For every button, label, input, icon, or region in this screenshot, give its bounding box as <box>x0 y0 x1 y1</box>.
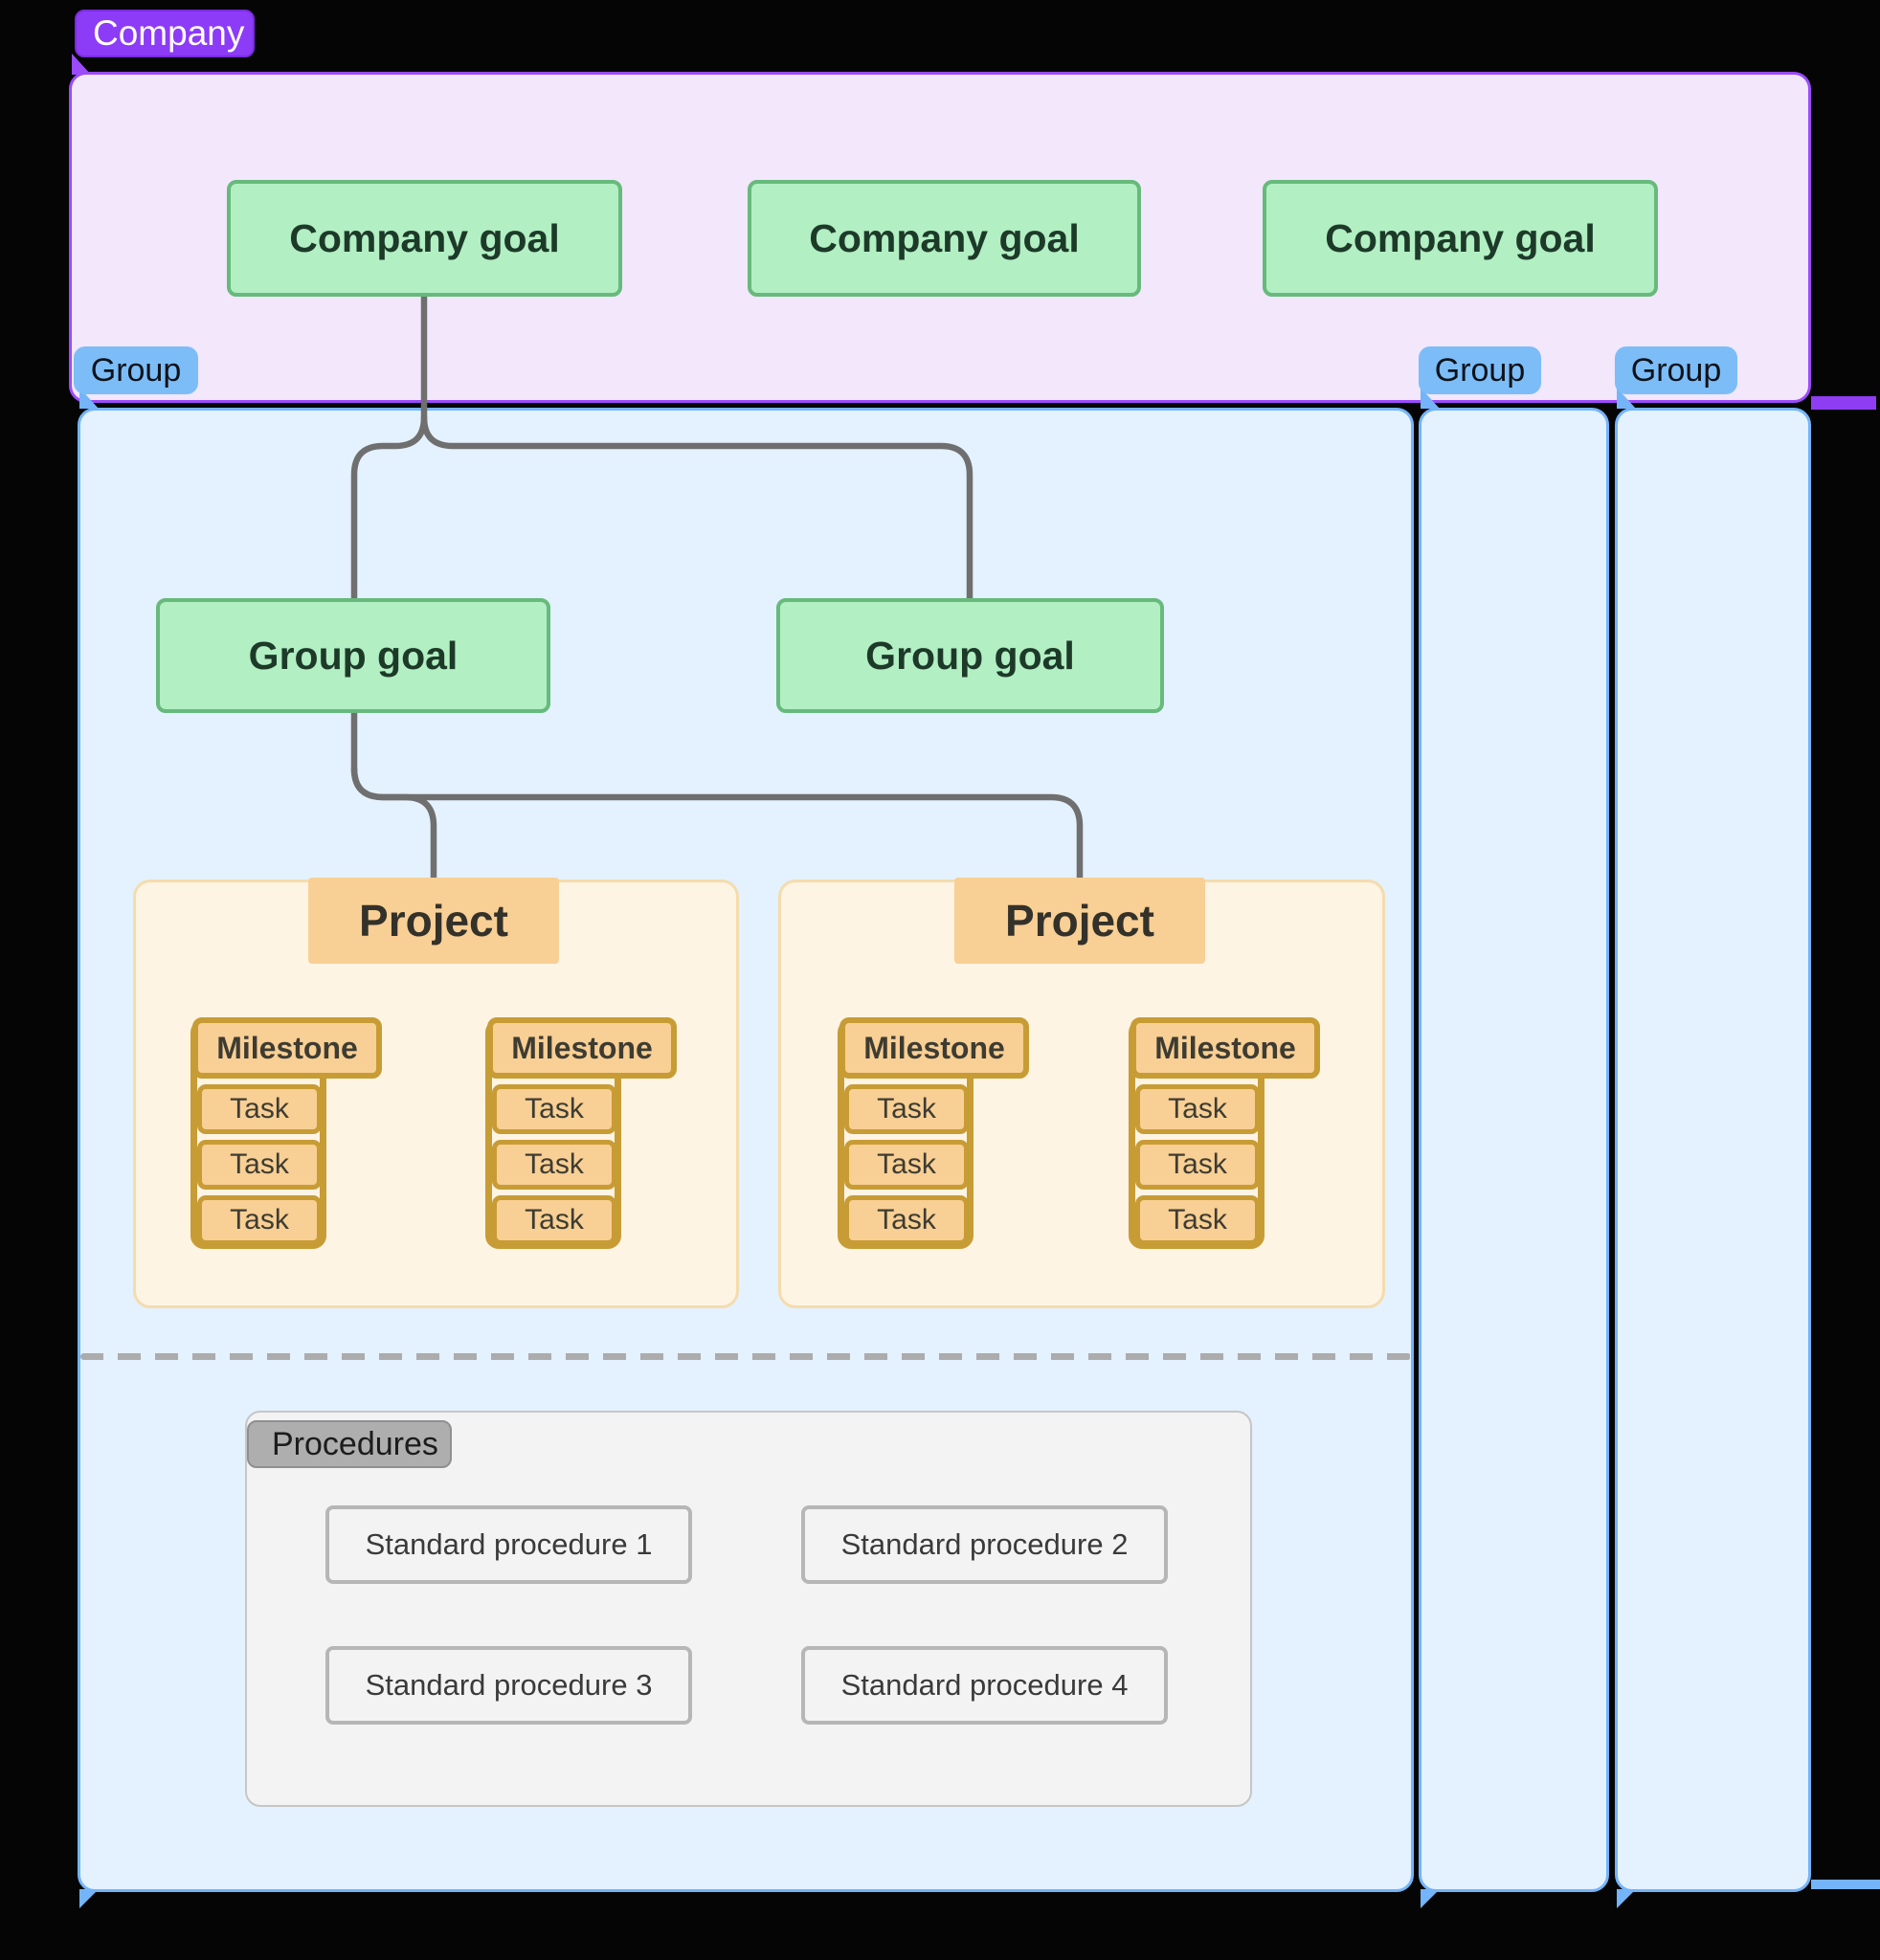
task-3-2[interactable]: Task <box>844 1140 969 1190</box>
group-goal-label: Group goal <box>248 633 459 678</box>
milestone-1[interactable]: Milestone <box>192 1017 382 1079</box>
procedure-box-3[interactable]: Standard procedure 3 <box>325 1646 692 1725</box>
procedure-box-4[interactable]: Standard procedure 4 <box>801 1646 1168 1725</box>
procedure-label: Standard procedure 2 <box>840 1527 1129 1561</box>
group-badge-main[interactable]: Group <box>74 346 198 394</box>
group-goal-2[interactable]: Group goal <box>776 598 1164 713</box>
company-goal-label: Company goal <box>809 215 1080 260</box>
task-label: Task <box>230 1204 289 1236</box>
task-2-2[interactable]: Task <box>492 1140 616 1190</box>
task-label: Task <box>230 1093 289 1125</box>
group-badge-label: Group <box>1630 351 1722 389</box>
project-header-1[interactable]: Project <box>308 878 559 964</box>
milestone-label: Milestone <box>1154 1030 1296 1065</box>
task-1-2[interactable]: Task <box>197 1140 322 1190</box>
project-label: Project <box>1005 896 1154 946</box>
task-4-3[interactable]: Task <box>1135 1195 1260 1245</box>
group-section-3[interactable] <box>1615 408 1811 1892</box>
dashed-divider <box>80 1353 1411 1360</box>
task-label: Task <box>525 1093 584 1125</box>
milestone-2[interactable]: Milestone <box>487 1017 677 1079</box>
company-goal-1[interactable]: Company goal <box>227 180 622 297</box>
task-label: Task <box>877 1204 936 1236</box>
procedures-badge-label: Procedures <box>272 1425 438 1462</box>
procedures-badge[interactable]: Procedures <box>247 1420 452 1468</box>
task-4-2[interactable]: Task <box>1135 1140 1260 1190</box>
procedure-label: Standard procedure 3 <box>365 1668 653 1702</box>
task-label: Task <box>230 1148 289 1180</box>
group-badge-2[interactable]: Group <box>1419 346 1541 394</box>
milestone-4[interactable]: Milestone <box>1130 1017 1320 1079</box>
task-4-1[interactable]: Task <box>1135 1084 1260 1134</box>
group-goal-1[interactable]: Group goal <box>156 598 550 713</box>
company-goal-label: Company goal <box>289 215 560 260</box>
task-label: Task <box>877 1093 936 1125</box>
company-goal-label: Company goal <box>1325 215 1596 260</box>
group-badge-label: Group <box>1434 351 1526 389</box>
task-2-1[interactable]: Task <box>492 1084 616 1134</box>
group-3-bottom-tail <box>1617 1889 1636 1908</box>
task-1-3[interactable]: Task <box>197 1195 322 1245</box>
procedures-panel[interactable] <box>245 1411 1252 1807</box>
group-goal-label: Group goal <box>865 633 1075 678</box>
task-label: Task <box>525 1148 584 1180</box>
milestone-label: Milestone <box>216 1030 358 1065</box>
group-main-bottom-tail <box>79 1889 99 1908</box>
task-label: Task <box>877 1148 936 1180</box>
project-header-2[interactable]: Project <box>954 878 1205 964</box>
group-section-2[interactable] <box>1419 408 1609 1892</box>
milestone-label: Milestone <box>863 1030 1005 1065</box>
task-3-3[interactable]: Task <box>844 1195 969 1245</box>
procedure-label: Standard procedure 1 <box>365 1527 653 1561</box>
task-1-1[interactable]: Task <box>197 1084 322 1134</box>
company-badge-label: Company <box>93 13 245 53</box>
task-label: Task <box>525 1204 584 1236</box>
milestone-label: Milestone <box>511 1030 653 1065</box>
company-goal-3[interactable]: Company goal <box>1263 180 1658 297</box>
task-3-1[interactable]: Task <box>844 1084 969 1134</box>
procedure-label: Standard procedure 4 <box>840 1668 1129 1702</box>
milestone-3[interactable]: Milestone <box>839 1017 1029 1079</box>
task-label: Task <box>1168 1204 1227 1236</box>
group-badge-3[interactable]: Group <box>1615 346 1737 394</box>
project-label: Project <box>359 896 508 946</box>
task-2-3[interactable]: Task <box>492 1195 616 1245</box>
group-section-edge-bar <box>1811 1880 1880 1889</box>
company-section-edge-bar <box>1811 396 1876 410</box>
company-badge[interactable]: Company <box>75 10 255 57</box>
procedure-box-2[interactable]: Standard procedure 2 <box>801 1505 1168 1584</box>
company-goal-2[interactable]: Company goal <box>748 180 1141 297</box>
task-label: Task <box>1168 1148 1227 1180</box>
task-label: Task <box>1168 1093 1227 1125</box>
procedure-box-1[interactable]: Standard procedure 1 <box>325 1505 692 1584</box>
group-2-bottom-tail <box>1421 1889 1440 1908</box>
group-badge-label: Group <box>90 351 182 389</box>
